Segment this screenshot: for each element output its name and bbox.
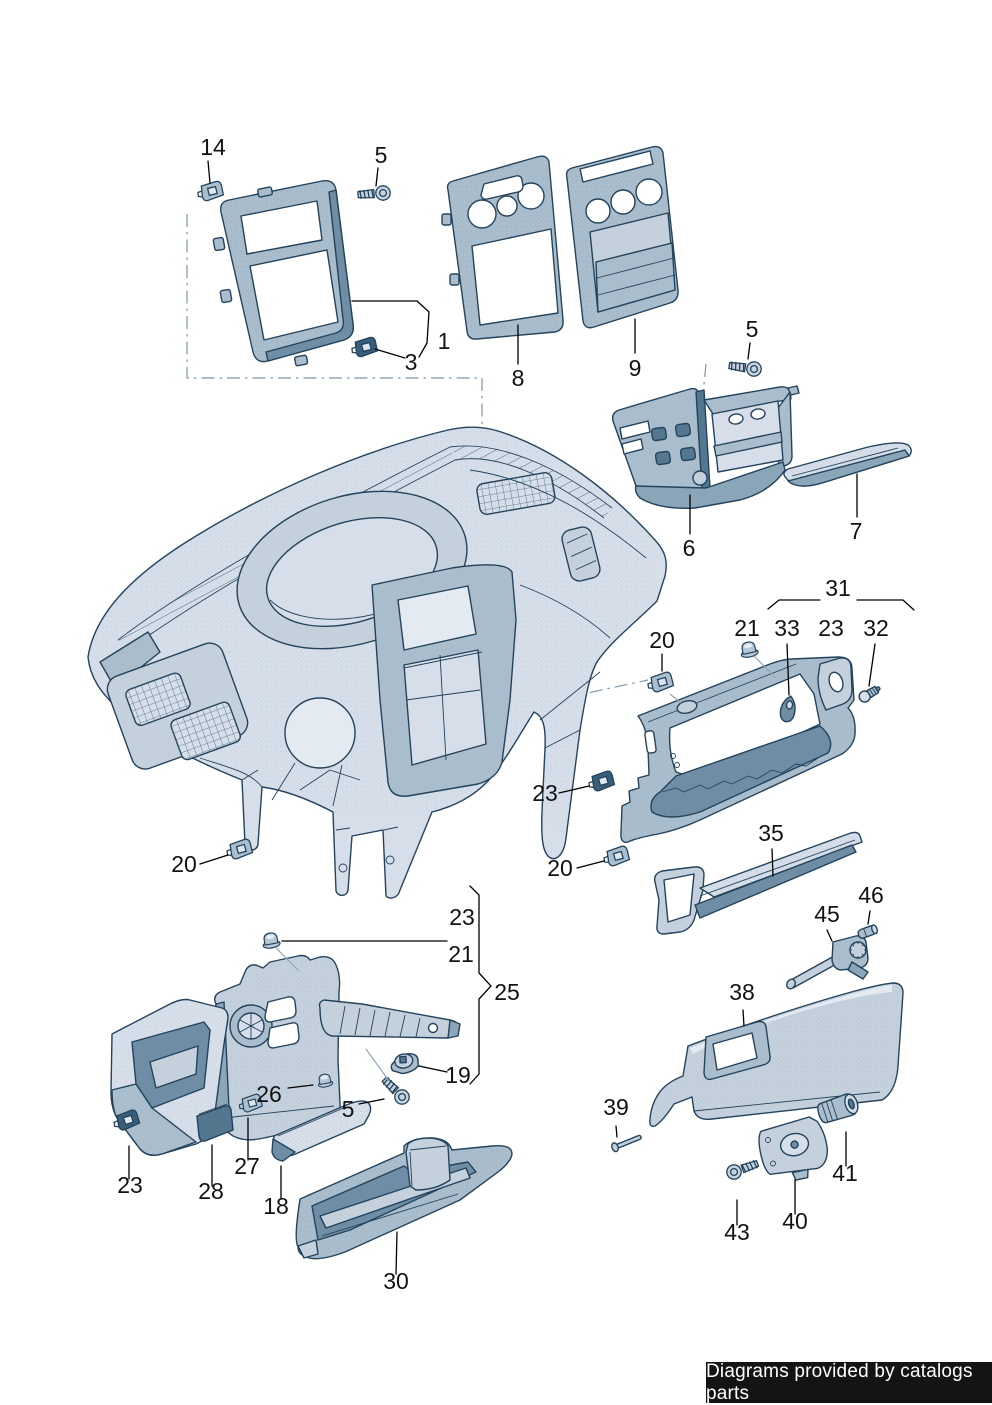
callout-25[interactable]: 25 — [494, 979, 520, 1005]
callout-20[interactable]: 20 — [649, 627, 675, 653]
left-end-structure — [99, 631, 161, 689]
part-5-screw-top — [356, 184, 392, 203]
center-stack-frame — [371, 564, 517, 797]
part-33-clip — [779, 695, 796, 723]
callout-6[interactable]: 6 — [683, 535, 696, 561]
callout-9[interactable]: 9 — [629, 355, 642, 381]
callout-19[interactable]: 19 — [445, 1062, 471, 1088]
part-40-lock-latch — [758, 1116, 829, 1181]
callout-46[interactable]: 46 — [858, 882, 884, 908]
part-1-center-frame — [212, 180, 354, 367]
part-7-lid — [783, 442, 912, 487]
callout-23[interactable]: 23 — [449, 904, 475, 930]
part-35-trim-strip — [653, 831, 863, 935]
callout-45[interactable]: 45 — [814, 901, 840, 927]
callout-43[interactable]: 43 — [724, 1219, 750, 1245]
callout-28[interactable]: 28 — [198, 1178, 224, 1204]
callout-20[interactable]: 20 — [547, 855, 573, 881]
callout-27[interactable]: 27 — [234, 1153, 260, 1179]
callout-23[interactable]: 23 — [117, 1172, 143, 1198]
watermark-bar: Diagrams provided by catalogs parts — [706, 1360, 992, 1404]
part-38-glove-lid — [649, 982, 904, 1128]
part-14-clip — [196, 180, 225, 203]
callout-8[interactable]: 8 — [512, 365, 525, 391]
part-8-trim-plate — [441, 155, 564, 340]
leader-lines — [128, 160, 915, 1275]
right-vent-grid — [476, 472, 556, 515]
watermark-text: Diagrams provided by catalogs parts — [706, 1360, 973, 1404]
part-9-trim-plate — [565, 145, 679, 329]
callout-40[interactable]: 40 — [782, 1208, 808, 1234]
part-5-screw-right — [727, 357, 763, 378]
part-20-clip-housing — [646, 670, 675, 694]
part-21-grommet-housing — [738, 639, 760, 660]
callout-35[interactable]: 35 — [758, 820, 784, 846]
callout-30[interactable]: 30 — [383, 1268, 409, 1294]
part-30-tray — [295, 1137, 513, 1260]
callout-23[interactable]: 23 — [818, 615, 844, 641]
callout-32[interactable]: 32 — [863, 615, 889, 641]
part-5-screw-bottom — [378, 1073, 413, 1108]
callout-38[interactable]: 38 — [729, 979, 755, 1005]
callout-21[interactable]: 21 — [734, 615, 760, 641]
steering-column-opening — [284, 697, 356, 769]
part-46-pin — [857, 924, 879, 939]
part-3-clip — [350, 336, 379, 359]
part-32-bulb — [858, 685, 881, 703]
part-18-cover — [271, 1100, 372, 1162]
part-23-21-grommet — [260, 931, 282, 950]
side-vent-right — [561, 526, 601, 582]
part-31-glove-housing — [620, 656, 856, 843]
part-6-storage-box — [611, 385, 800, 509]
part-19-cap — [390, 1052, 419, 1075]
callout-14[interactable]: 14 — [200, 134, 226, 160]
part-41-lock-cylinder — [817, 1093, 859, 1124]
callout-41[interactable]: 41 — [832, 1160, 858, 1186]
part-20-clip-left — [225, 837, 254, 861]
damped-flap — [318, 999, 461, 1039]
part-43-screw — [724, 1156, 761, 1182]
callout-5[interactable]: 5 — [375, 142, 388, 168]
callout-5[interactable]: 5 — [342, 1096, 355, 1122]
callout-18[interactable]: 18 — [263, 1193, 289, 1219]
callout-5[interactable]: 5 — [746, 316, 759, 342]
part-39-pin — [611, 1134, 642, 1153]
callout-3[interactable]: 3 — [405, 349, 418, 375]
dashboard-panel — [87, 426, 667, 899]
callout-23[interactable]: 23 — [532, 780, 558, 806]
part-45-damper — [786, 935, 869, 990]
callout-1[interactable]: 1 — [438, 328, 451, 354]
part-28-pad — [196, 1103, 234, 1142]
callout-7[interactable]: 7 — [850, 518, 863, 544]
callout-33[interactable]: 33 — [774, 615, 800, 641]
callout-31[interactable]: 31 — [825, 575, 851, 601]
callout-20[interactable]: 20 — [171, 851, 197, 877]
callout-21[interactable]: 21 — [448, 941, 474, 967]
part-23-clip-mid — [587, 769, 616, 793]
callout-26[interactable]: 26 — [256, 1081, 282, 1107]
callout-39[interactable]: 39 — [603, 1094, 629, 1120]
part-20-clip-mid — [602, 844, 631, 868]
left-vent-cluster — [106, 642, 249, 770]
